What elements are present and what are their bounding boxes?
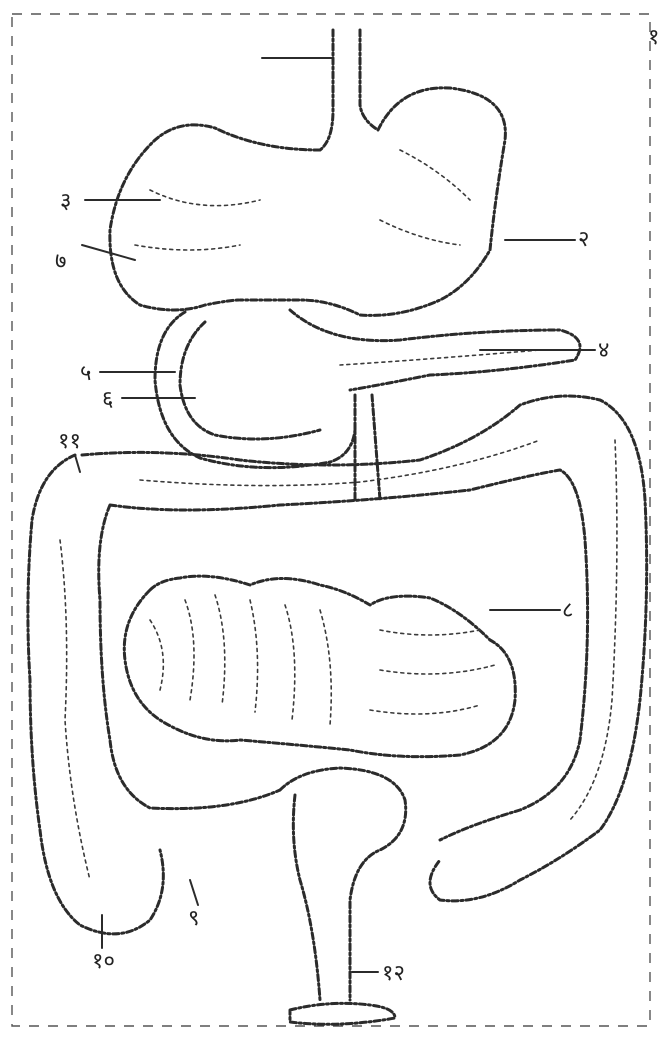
label-8: ८ (562, 598, 573, 623)
label-3: ३ (60, 189, 71, 214)
label-2: २ (578, 227, 589, 252)
label-9: ९ (188, 906, 199, 931)
label-1: १ (648, 25, 659, 50)
duodenum (155, 312, 355, 468)
label-11: ११ (58, 429, 81, 454)
stomach (240, 88, 505, 316)
oesophagus (320, 30, 378, 150)
label-12: १२ (382, 961, 405, 986)
liver (110, 125, 320, 310)
page-frame (12, 14, 650, 1026)
label-4: ४ (598, 338, 609, 363)
leader-7 (82, 245, 135, 260)
leader-11 (75, 455, 80, 472)
large-intestine (28, 396, 647, 934)
label-5: ५ (80, 361, 91, 386)
leader-9 (190, 880, 198, 905)
small-intestine (124, 576, 515, 757)
label-10: १० (92, 949, 115, 974)
label-7: ७ (55, 249, 66, 274)
duct (355, 395, 380, 500)
label-6: ६ (102, 387, 113, 412)
